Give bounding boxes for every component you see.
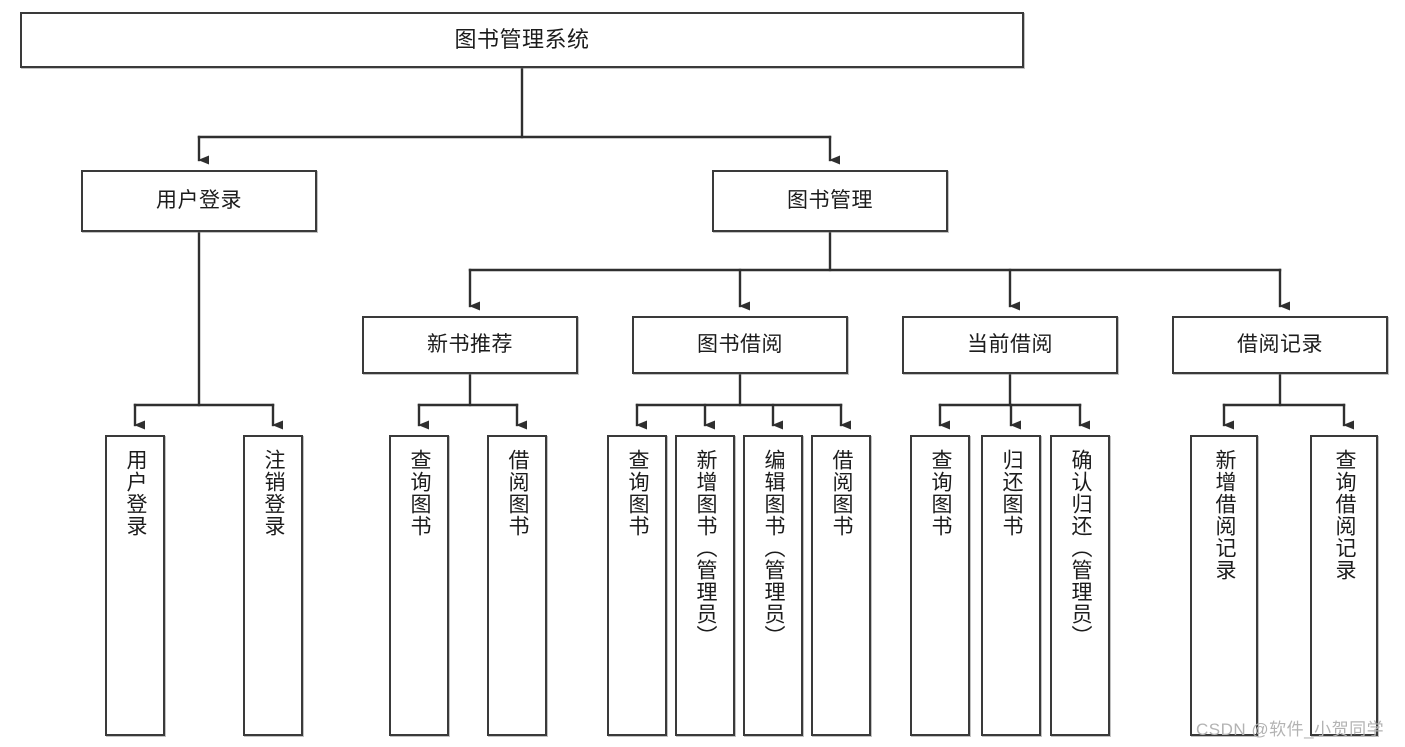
leaf-query-book-borrow[interactable]: 查询图书	[607, 435, 667, 736]
leaf-query-borrow-record[interactable]: 查询借阅记录	[1310, 435, 1378, 736]
node-borrow-record-label: 借阅记录	[1237, 332, 1323, 356]
leaf-query-book-borrow-label: 查询图书	[626, 449, 650, 537]
node-book-management-label: 图书管理	[787, 188, 873, 212]
leaf-add-borrow-record[interactable]: 新增借阅记录	[1190, 435, 1258, 736]
csdn-watermark: CSDN @软件_小贺同学	[1196, 720, 1385, 739]
leaf-query-borrow-record-label: 查询借阅记录	[1333, 449, 1357, 581]
leaf-confirm-return-admin[interactable]: 确认归还（管理员）	[1050, 435, 1110, 736]
node-user-login[interactable]: 用户登录	[81, 170, 317, 232]
node-new-book-recommend-label: 新书推荐	[427, 332, 513, 356]
node-book-borrow-label: 图书借阅	[697, 332, 783, 356]
leaf-add-borrow-record-label: 新增借阅记录	[1213, 449, 1237, 581]
leaf-edit-book-admin-label: 编辑图书（管理员）	[762, 449, 786, 647]
leaf-query-book-current-label: 查询图书	[929, 449, 953, 537]
node-user-login-label: 用户登录	[156, 188, 242, 212]
node-root[interactable]: 图书管理系统	[20, 12, 1024, 68]
leaf-logout-label: 注销登录	[262, 449, 286, 537]
leaf-add-book-admin[interactable]: 新增图书（管理员）	[675, 435, 735, 736]
node-book-management[interactable]: 图书管理	[712, 170, 948, 232]
leaf-borrow-book-label: 借阅图书	[830, 449, 854, 537]
leaf-borrow-book-recommend-label: 借阅图书	[506, 449, 530, 537]
leaf-borrow-book[interactable]: 借阅图书	[811, 435, 871, 736]
leaf-user-login-label: 用户登录	[124, 449, 148, 537]
leaf-query-book-current[interactable]: 查询图书	[910, 435, 970, 736]
node-current-borrow-label: 当前借阅	[967, 332, 1053, 356]
node-book-borrow[interactable]: 图书借阅	[632, 316, 848, 374]
node-current-borrow[interactable]: 当前借阅	[902, 316, 1118, 374]
leaf-return-book[interactable]: 归还图书	[981, 435, 1041, 736]
leaf-add-book-admin-label: 新增图书（管理员）	[694, 449, 718, 647]
leaf-borrow-book-recommend[interactable]: 借阅图书	[487, 435, 547, 736]
leaf-edit-book-admin[interactable]: 编辑图书（管理员）	[743, 435, 803, 736]
leaf-user-login[interactable]: 用户登录	[105, 435, 165, 736]
leaf-query-book-recommend-label: 查询图书	[408, 449, 432, 537]
leaf-query-book-recommend[interactable]: 查询图书	[389, 435, 449, 736]
node-borrow-record[interactable]: 借阅记录	[1172, 316, 1388, 374]
node-new-book-recommend[interactable]: 新书推荐	[362, 316, 578, 374]
node-root-label: 图书管理系统	[454, 27, 590, 53]
leaf-confirm-return-admin-label: 确认归还（管理员）	[1069, 449, 1093, 647]
leaf-logout[interactable]: 注销登录	[243, 435, 303, 736]
leaf-return-book-label: 归还图书	[1000, 449, 1024, 537]
